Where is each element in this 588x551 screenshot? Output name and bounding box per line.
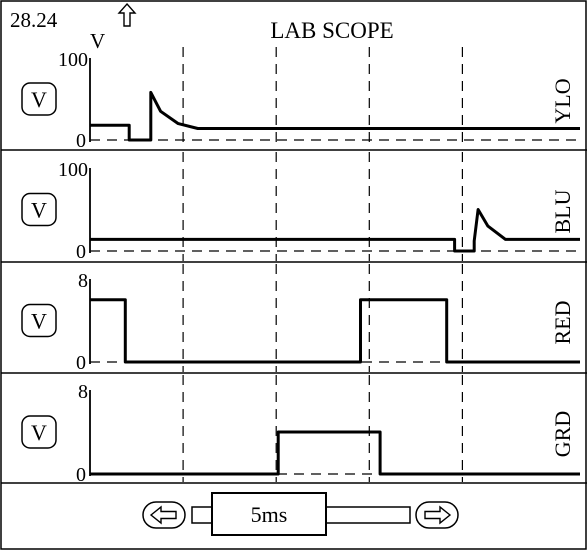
channel-label-grd: GRD [550,411,575,457]
volts-button[interactable] [21,192,57,227]
volts-button-label: V [31,309,47,334]
waveform-grd [90,430,580,476]
waveform-red [90,298,580,364]
volts-button-label: V [31,420,47,445]
y-tick-label-zero: 0 [76,241,86,263]
volts-button[interactable] [21,415,57,449]
y-tick-label-max: 8 [78,270,88,292]
y-tick-label-max: 100 [58,49,88,71]
timebase-track-left[interactable] [191,506,213,524]
arrow-up-outline-icon[interactable] [117,2,137,27]
voltage-readout-value: 28.24 [10,8,58,32]
volts-button[interactable] [21,82,57,116]
channel-label-ylo: YLO [550,78,575,123]
y-tick-label-zero: 0 [76,130,86,152]
waveform-blu [90,208,580,253]
channel-label-red: RED [550,301,575,345]
volts-button-label: V [31,198,47,223]
timebase-control: 5ms [142,492,459,536]
timebase-track-right[interactable] [325,506,411,524]
y-tick-label-zero: 0 [76,464,86,486]
timebase-value: 5ms [251,502,288,527]
y-tick-label-max: 8 [78,381,88,403]
volts-button-label: V [31,87,47,112]
arrow-right-outline-icon[interactable] [415,501,459,529]
y-tick-label-zero: 0 [76,352,86,374]
channel-label-blu: BLU [550,189,575,233]
waveform-ylo [90,90,580,142]
timebase-slider-thumb[interactable] [211,492,327,536]
volts-button[interactable] [21,303,57,338]
voltage-readout-unit: V [90,29,105,53]
y-tick-label-max: 100 [58,159,88,181]
arrow-left-outline-icon[interactable] [142,501,186,529]
scope-title: LAB SCOPE [270,18,393,43]
